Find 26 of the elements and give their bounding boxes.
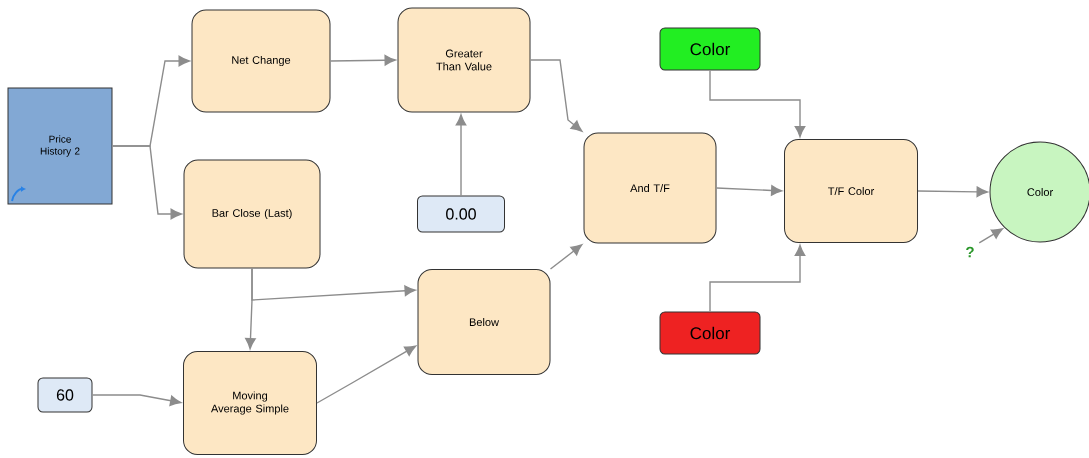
arrow bbox=[91, 394, 182, 406]
process-box: Net Change bbox=[191, 9, 331, 113]
arrow bbox=[251, 267, 416, 301]
color-box: Color bbox=[659, 311, 761, 355]
arrow bbox=[709, 244, 806, 313]
process-box: Greater Than Value bbox=[397, 7, 531, 113]
arrow bbox=[529, 59, 583, 132]
arrow bbox=[709, 69, 806, 138]
process-box: T/F Color bbox=[784, 139, 918, 243]
arrow bbox=[715, 185, 783, 196]
source-box: Price History 2 bbox=[7, 87, 113, 205]
arrow bbox=[978, 228, 1003, 244]
input-box: 0.00 bbox=[417, 195, 505, 233]
process-box: Below bbox=[417, 269, 551, 375]
input-box: 60 bbox=[37, 377, 93, 413]
arrow bbox=[549, 244, 583, 270]
process-box: And T/F bbox=[583, 132, 717, 244]
question-mark: ? bbox=[966, 246, 974, 258]
arrow bbox=[111, 145, 182, 220]
arrow bbox=[329, 54, 396, 66]
arrow bbox=[455, 114, 467, 197]
process-box: Bar Close (Last) bbox=[183, 159, 321, 269]
color-box: Color bbox=[659, 27, 761, 71]
process-box: Moving Average Simple bbox=[183, 351, 317, 455]
arrow bbox=[316, 345, 417, 404]
arrow bbox=[917, 186, 988, 198]
